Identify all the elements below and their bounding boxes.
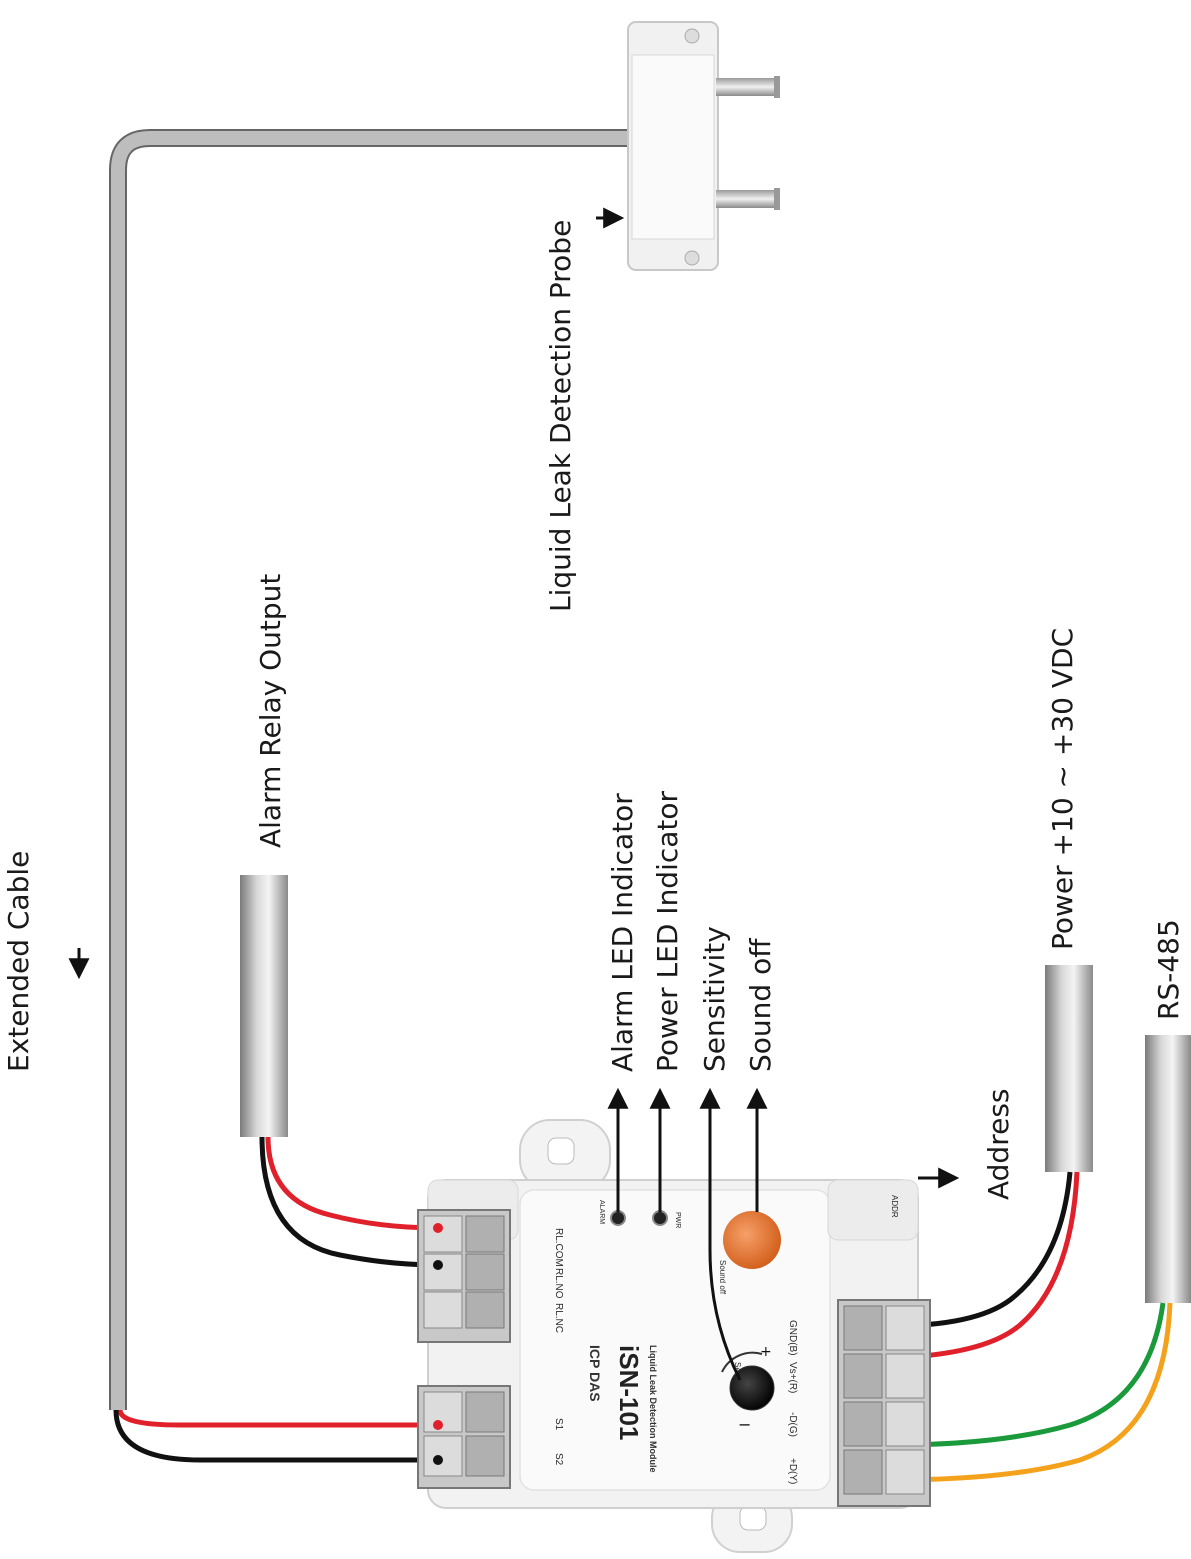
- label-sensitivity: Sensitivity: [698, 926, 731, 1072]
- power-rs485-terminal-block: [837, 1299, 931, 1507]
- relay-output-cable: [240, 875, 439, 1268]
- sound-off-button: [723, 1211, 781, 1269]
- pin-gnd: GND(B): [787, 1320, 798, 1356]
- module-description: Liquid Leak Detection Module: [648, 1345, 658, 1473]
- pin-d-minus: -D(G): [787, 1412, 798, 1437]
- alarm-led: [610, 1210, 626, 1226]
- brand-logo: ICP DAS: [587, 1345, 603, 1402]
- label-sound-off: Sound off: [744, 938, 777, 1072]
- power-led: [652, 1210, 668, 1226]
- addr-label: ADDR: [890, 1195, 899, 1218]
- label-address: Address: [982, 1088, 1015, 1200]
- power-cable: [889, 965, 1093, 1361]
- pin-rl-no: RL.NO: [553, 1268, 564, 1299]
- sensor-terminal-block: [417, 1385, 511, 1489]
- pin-s2: S2: [553, 1453, 564, 1466]
- button-label: Sound off: [718, 1260, 727, 1295]
- sensitivity-arrow: [699, 1087, 742, 1381]
- label-alarm-led: Alarm LED Indicator: [606, 793, 639, 1072]
- label-liquid-leak-probe: Liquid Leak Detection Probe: [544, 220, 577, 612]
- svg-text:+: +: [760, 1344, 772, 1360]
- relay-terminal-block: [417, 1209, 511, 1343]
- label-extended-cable: Extended Cable: [2, 851, 35, 1072]
- leader-arrows: [68, 207, 960, 1381]
- isn-101-module: [427, 1119, 919, 1553]
- label-alarm-relay-output: Alarm Relay Output: [254, 574, 287, 848]
- label-power: Power +10 ~ +30 VDC: [1046, 628, 1079, 950]
- led-alarm-label: ALARM: [598, 1200, 605, 1224]
- rs485-cable: [889, 1035, 1191, 1483]
- label-rs485: RS-485: [1152, 919, 1185, 1020]
- module-branding: ICP DAS iSN-101 Liquid Leak Detection Mo…: [587, 1345, 658, 1473]
- extended-cable: [109, 129, 630, 1410]
- module-model: iSN-101: [614, 1345, 644, 1440]
- callout-labels: Extended Cable Alarm Relay Output Liquid…: [2, 220, 1185, 1200]
- pin-d-plus: +D(Y): [787, 1458, 798, 1484]
- label-power-led: Power LED Indicator: [651, 790, 684, 1072]
- svg-text:−: −: [738, 1415, 751, 1434]
- liquid-leak-probe: [627, 21, 780, 271]
- led-pwr-label: PWR: [674, 1212, 681, 1228]
- probe-wires: [113, 1409, 438, 1463]
- pin-rl-nc: RL.NC: [553, 1303, 564, 1333]
- pin-vs: Vs+(R): [787, 1362, 798, 1393]
- pin-s1: S1: [553, 1418, 564, 1431]
- pin-rl-com: RL.COM: [553, 1228, 564, 1267]
- sensitivity-knob: + −: [721, 1344, 775, 1434]
